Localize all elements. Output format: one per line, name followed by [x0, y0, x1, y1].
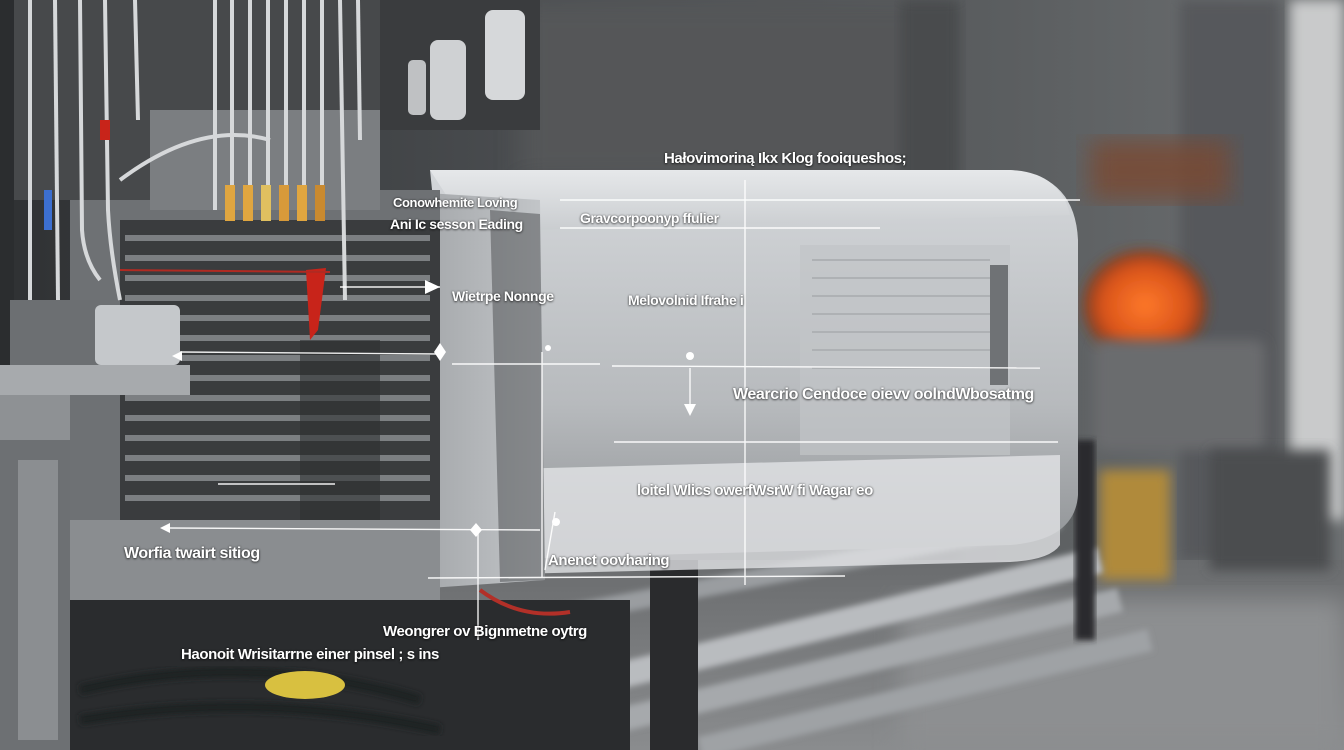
annotation-label: Wietrpe Nonnge: [452, 288, 554, 304]
annotation-label: Haonoit Wrisitarrne einer pinsel ; s ins: [181, 646, 439, 663]
annotation-label: loitel Wlics owerfWsrW fi Wagar eo: [637, 482, 873, 499]
annotation-label: Anenct oovharing: [548, 552, 670, 569]
annotation-label: Wearcrio Cendoce oievv oolndWbosatmg: [733, 386, 1034, 403]
annotation-label: Ani Ic sesson Eading: [390, 216, 523, 232]
annotation-label: Worfia twairt sitiog: [124, 545, 260, 562]
annotation-label: Weongrer ov Bignmetne oytrg: [383, 623, 587, 640]
annotation-label: Melovolnid Ifrahe i: [628, 292, 744, 308]
annotation-label: Conowhemite Loving: [393, 195, 518, 210]
annotation-label: Gravcorpoonyp ffulier: [580, 210, 719, 226]
annotation-title: Hałovimoriną Ikx Klog fooiqueshos;: [664, 150, 907, 167]
